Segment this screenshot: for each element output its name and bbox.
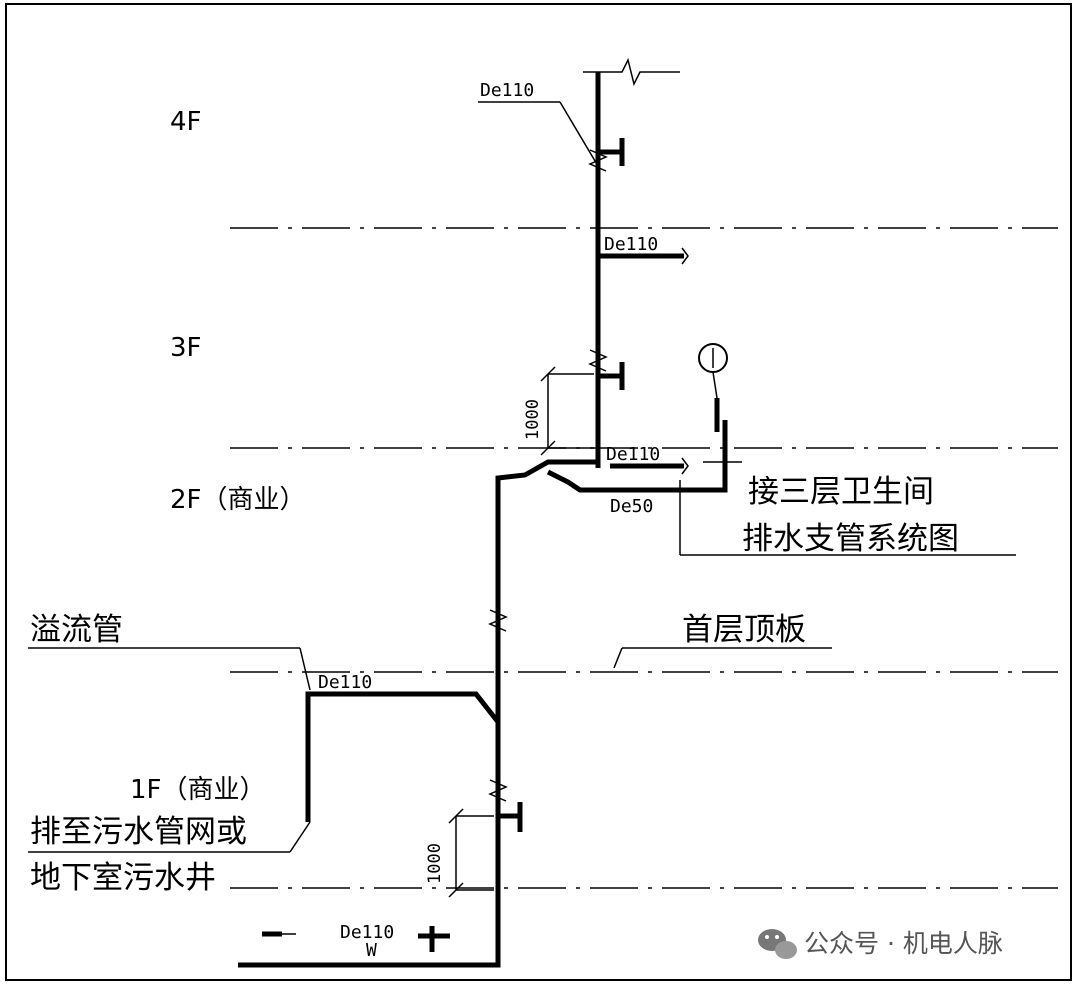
note-discharge-line1: 排至污水管网或 bbox=[30, 814, 247, 850]
pipe-size-label-2f: De110 bbox=[606, 444, 660, 465]
transfer-offset bbox=[238, 343, 1016, 968]
note-branch-line1: 接三层卫生间 bbox=[748, 474, 934, 510]
dimension-text-lower: 1000 bbox=[425, 843, 445, 884]
drawing-frame bbox=[5, 3, 1072, 981]
pipe-size-label-3f: De110 bbox=[604, 234, 658, 255]
upper-riser bbox=[583, 57, 689, 468]
floor-label-4f: 4F bbox=[170, 107, 202, 137]
watermark: 公众号 · 机电人脉 bbox=[758, 929, 1003, 959]
lower-riser bbox=[262, 609, 523, 952]
floor-label-3f: 3F bbox=[170, 333, 202, 363]
note-ceiling: 首层顶板 bbox=[682, 612, 806, 648]
pipe-size-label-outlet: De110 bbox=[340, 922, 394, 943]
dimension-text-upper: 1000 bbox=[523, 399, 543, 440]
wechat-icon bbox=[758, 929, 797, 959]
w-marker: W bbox=[366, 940, 377, 961]
pipe-size-label-de50: De50 bbox=[610, 496, 653, 517]
floor-level-lines bbox=[230, 227, 1058, 889]
floor-label-1f: 1F（商业） bbox=[130, 775, 266, 805]
dimension-lower bbox=[448, 808, 494, 898]
dimension-upper bbox=[540, 366, 594, 456]
watermark-text: 公众号 · 机电人脉 bbox=[804, 929, 1003, 958]
pipe-size-label-overflow: De110 bbox=[318, 672, 372, 693]
pipe-size-label-4f: De110 bbox=[480, 80, 534, 101]
floor-label-2f: 2F（商业） bbox=[170, 485, 306, 515]
note-discharge-line2: 地下室污水井 bbox=[30, 860, 216, 896]
note-branch-line2: 排水支管系统图 bbox=[742, 521, 959, 557]
leader-lines bbox=[28, 101, 832, 853]
note-overflow: 溢流管 bbox=[30, 612, 123, 648]
